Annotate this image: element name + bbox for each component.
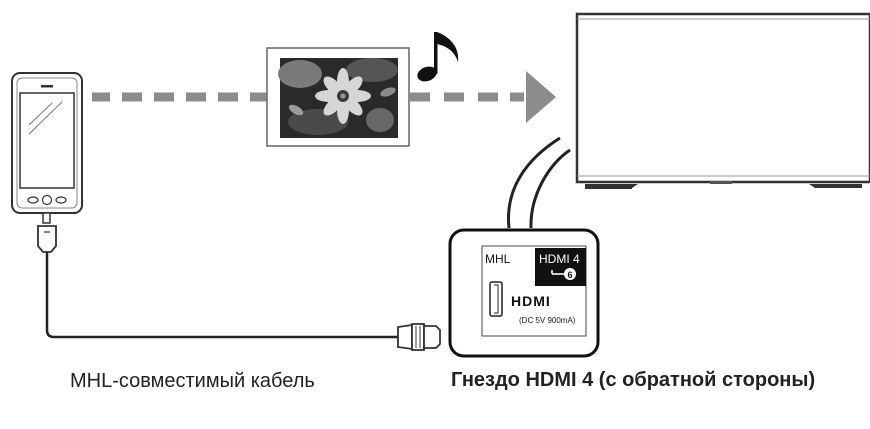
hdmi-port-label: HDMI 4 — [539, 252, 580, 266]
smartphone-icon — [11, 72, 83, 214]
mhl-label: MHL — [485, 252, 511, 266]
music-note-icon — [417, 32, 459, 82]
hdmi-logo: HDMI — [511, 293, 551, 309]
photo-icon — [266, 47, 410, 147]
micro-usb-plug-icon — [37, 212, 57, 253]
cable-caption: MHL-совместимый кабель — [70, 370, 315, 392]
mhl-cable — [45, 252, 398, 339]
power-spec: (DC 5V 900mA) — [519, 316, 576, 325]
arc-number-badge: 6 — [567, 270, 572, 280]
tv-icon — [575, 12, 870, 189]
socket-caption: Гнездо HDMI 4 (с обратной стороны) — [451, 369, 816, 391]
hdmi-connector-panel: MHL HDMI 4 6 HDMI (DC 5V 900mA) — [448, 228, 600, 358]
arrow-right-icon — [526, 71, 556, 123]
hdmi-plug-icon — [397, 323, 441, 351]
callout-lines — [506, 136, 571, 229]
